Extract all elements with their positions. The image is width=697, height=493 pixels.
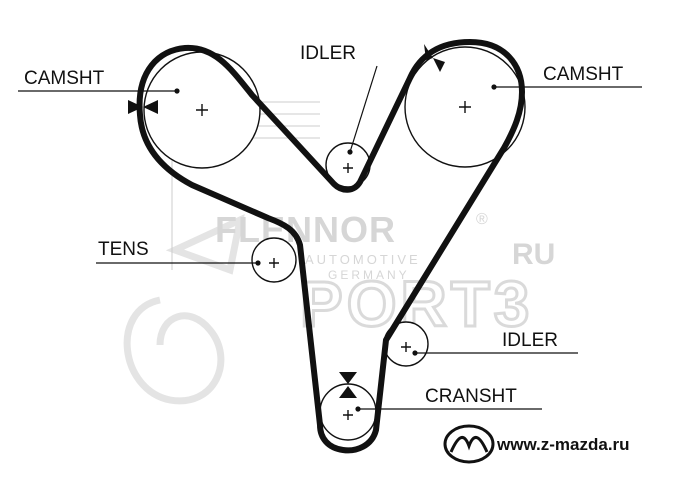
- label-crankshaft: CRANSHT: [425, 386, 517, 407]
- timing-mark-icon: [339, 372, 357, 398]
- tensioner-center-icon: [269, 258, 279, 268]
- label-idler-top: IDLER: [300, 43, 356, 64]
- pulley-centers: [196, 101, 471, 420]
- camshaft-left-center-icon: [196, 104, 208, 116]
- label-idler-bottom: IDLER: [502, 330, 558, 351]
- mazda-logo-icon: [443, 424, 495, 464]
- watermark-registered: ®: [476, 211, 488, 228]
- website-text: www.z-mazda.ru: [496, 435, 630, 454]
- label-tensioner: TENS: [98, 239, 149, 260]
- watermark-brand: FLENNOR: [215, 209, 396, 250]
- timing-marks: [128, 44, 445, 398]
- leader-lines: [18, 65, 642, 412]
- idler-bottom-center-icon: [401, 342, 411, 352]
- watermark-sub-1: AUTOMOTIVE: [305, 252, 421, 267]
- labels: CAMSHT IDLER CAMSHT TENS IDLER CRANSHT: [24, 43, 624, 407]
- crankshaft-center-icon: [343, 410, 353, 420]
- watermark-sub-2: GERMANY: [328, 268, 410, 282]
- camshaft-right-center-icon: [459, 101, 471, 113]
- timing-mark-icon: [424, 44, 445, 72]
- label-camshaft-left: CAMSHT: [24, 68, 105, 89]
- watermark-ru: RU: [512, 238, 555, 271]
- idler-top-center-icon: [343, 163, 353, 173]
- label-camshaft-right: CAMSHT: [543, 64, 624, 85]
- timing-belt: [136, 39, 525, 454]
- watermark-emblem-icon: [123, 213, 245, 405]
- timing-mark-icon: [128, 100, 158, 114]
